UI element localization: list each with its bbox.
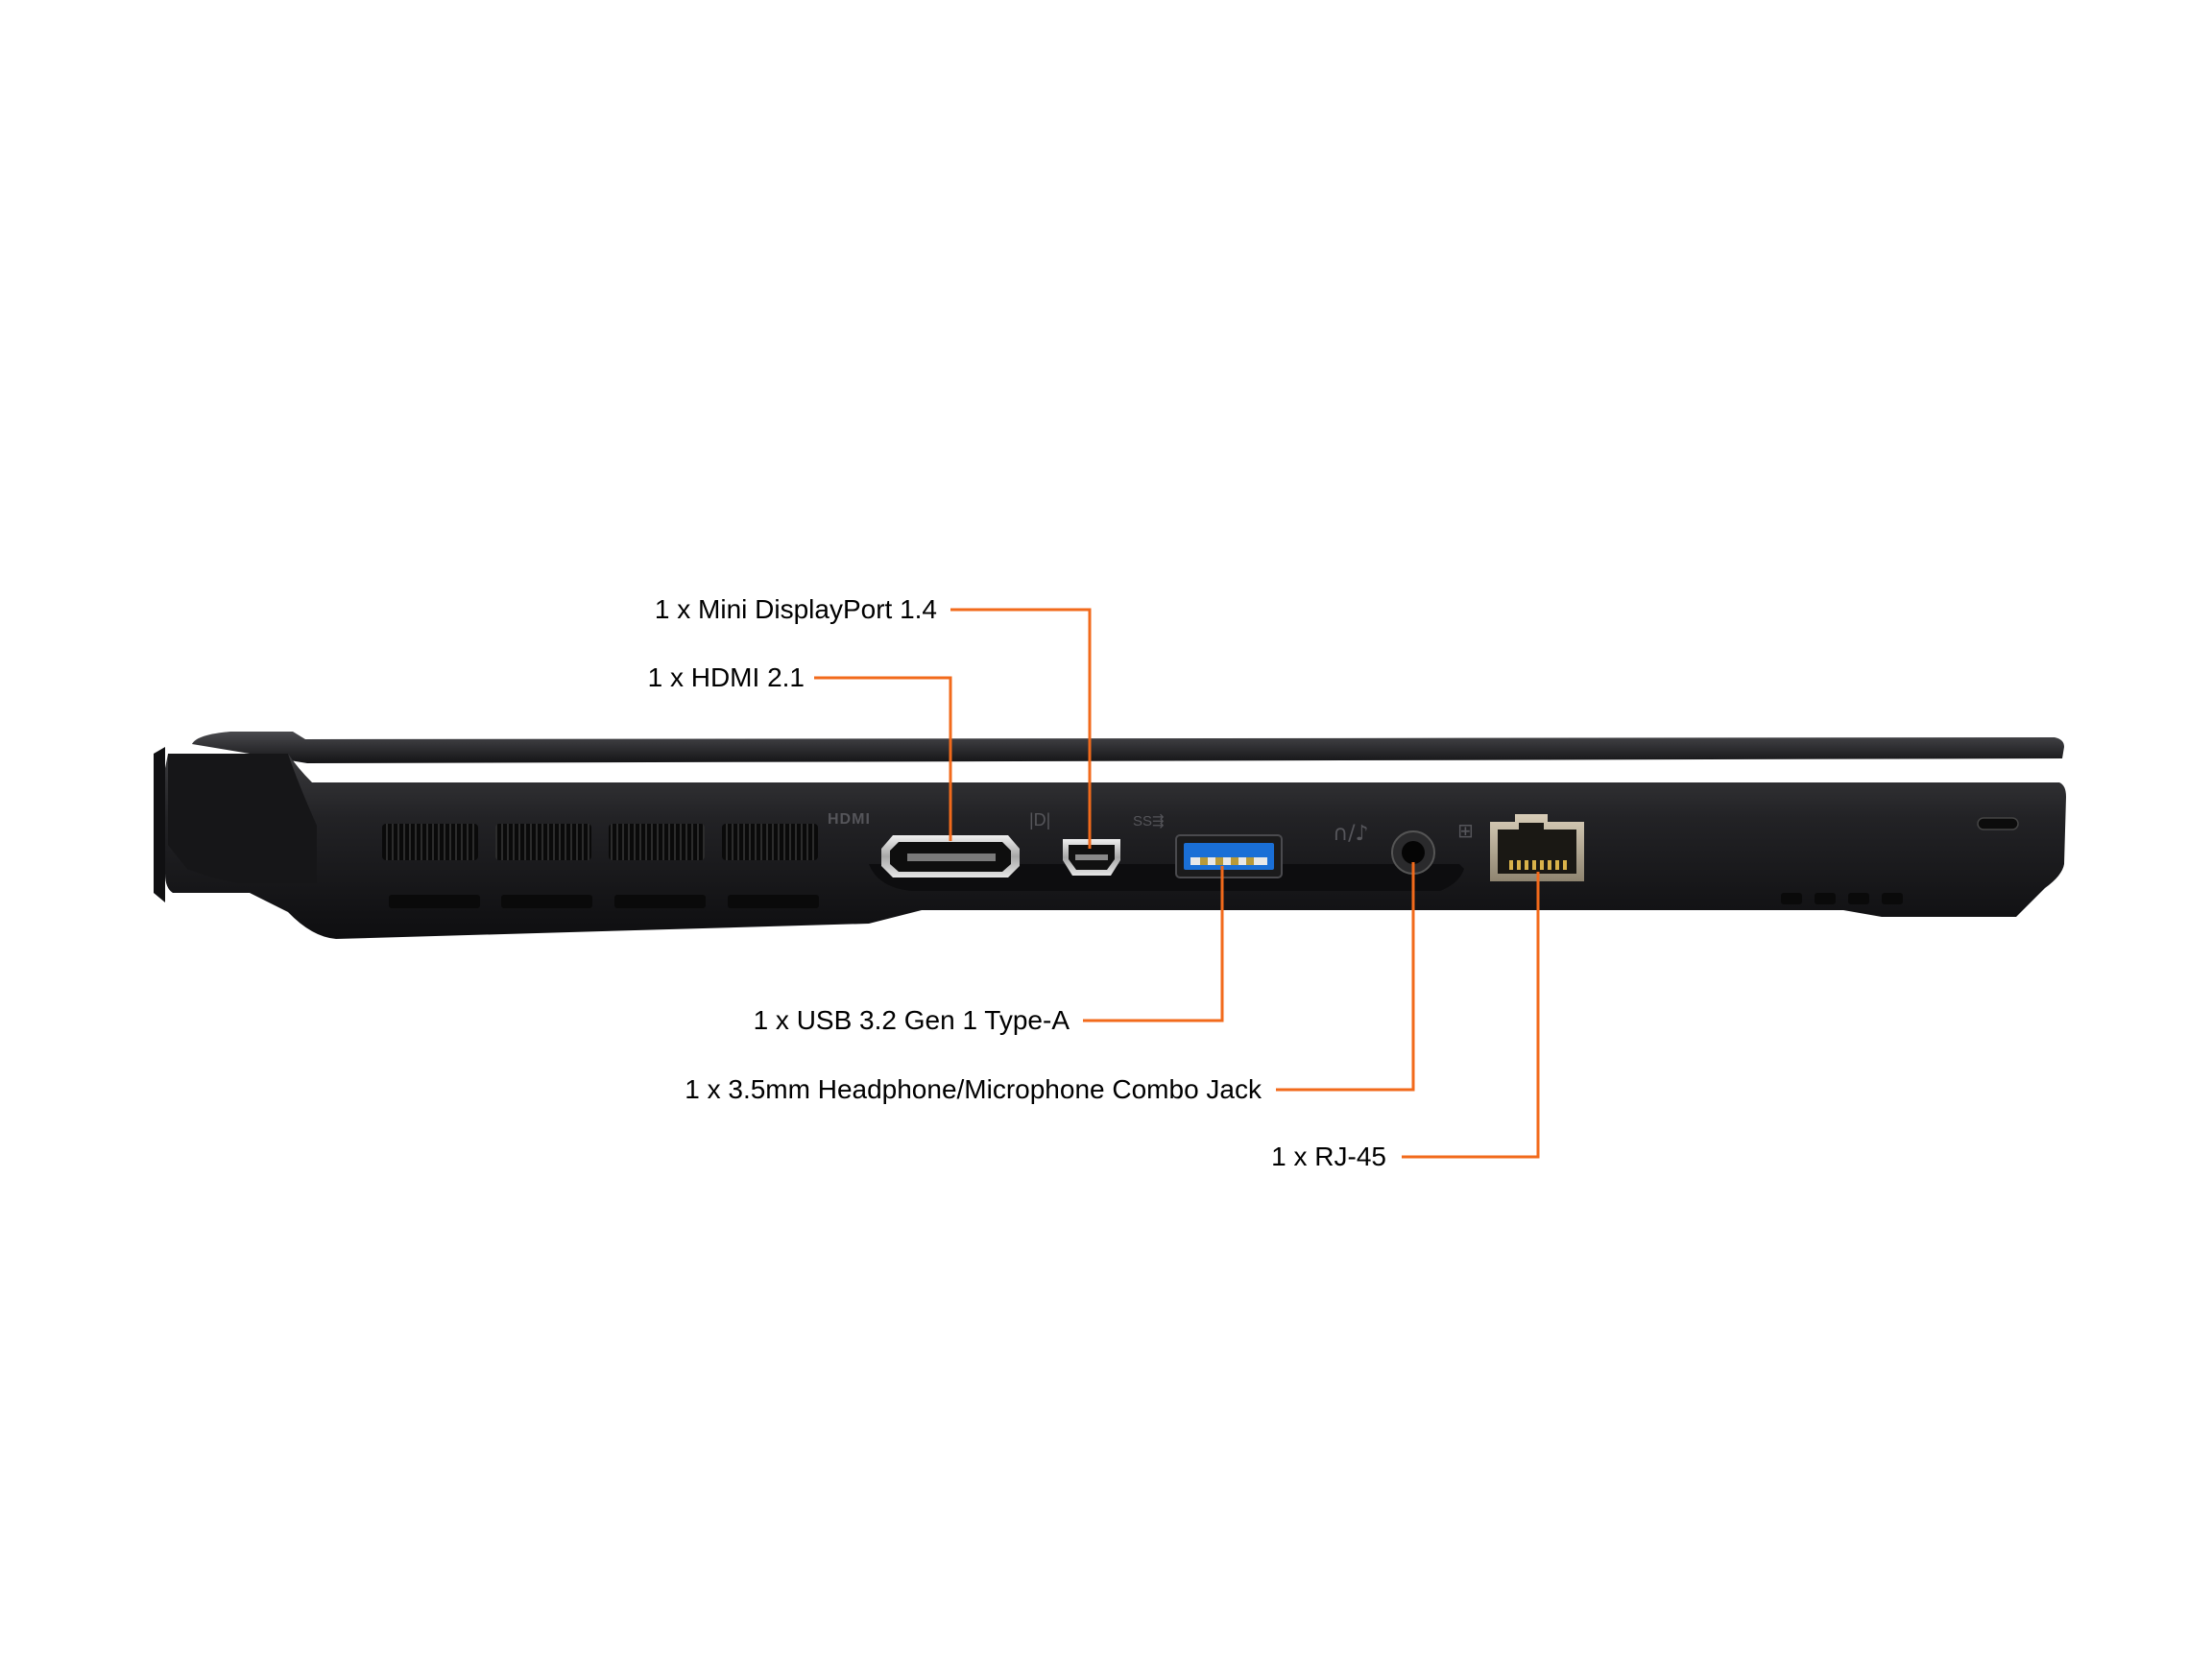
superspeed-usb-icon: SS⇶ <box>1133 813 1165 830</box>
leader-line-hdmi <box>814 676 952 841</box>
callout-label-audio: 1 x 3.5mm Headphone/Microphone Combo Jac… <box>685 1074 1262 1104</box>
vent-slot-lower <box>728 895 819 908</box>
callout-label-minidp: 1 x Mini DisplayPort 1.4 <box>654 594 937 624</box>
laptop-chassis <box>154 732 2066 939</box>
lid <box>192 732 2064 763</box>
vent-slot-lower <box>389 895 480 908</box>
leader-line-audio <box>1276 862 1415 1092</box>
network-icon: ⊞ <box>1457 819 1474 842</box>
hdmi-port: HDMI <box>828 811 1020 878</box>
usb-type-a-port: SS⇶ <box>1133 813 1283 878</box>
vent-slot-lower <box>614 895 706 908</box>
vent-slot <box>495 824 591 860</box>
mini-displayport-port: |D| <box>1029 810 1120 876</box>
leader-lines <box>814 608 1540 1159</box>
audio-jack-port: ∩/♪ <box>1333 822 1435 875</box>
vent-slot <box>382 824 478 860</box>
vent-slot <box>609 824 705 860</box>
side-vents <box>382 824 819 908</box>
rear-bumper <box>168 754 317 883</box>
port-recess <box>869 864 1464 891</box>
displayport-logo-icon: |D| <box>1029 810 1050 830</box>
vent-slot-lower <box>501 895 592 908</box>
hdmi-logo-icon: HDMI <box>828 811 871 828</box>
callout-label-hdmi: 1 x HDMI 2.1 <box>647 662 805 692</box>
headphone-mic-icon: ∩/♪ <box>1333 822 1369 846</box>
hinge-stub <box>154 747 165 902</box>
callout-label-rj45: 1 x RJ-45 <box>1271 1142 1386 1171</box>
leader-line-minidp <box>950 608 1092 849</box>
leader-line-rj45 <box>1402 872 1540 1159</box>
rj45-port: ⊞ <box>1457 814 1584 881</box>
lock-slot <box>1977 817 2019 830</box>
vent-slot <box>722 824 818 860</box>
ports: HDMI |D| SS⇶ ∩/♪ <box>828 810 1584 881</box>
callout-label-usb: 1 x USB 3.2 Gen 1 Type-A <box>753 1005 1070 1035</box>
bottom-vents-right <box>1781 893 1903 904</box>
leader-line-usb <box>1083 866 1224 1022</box>
